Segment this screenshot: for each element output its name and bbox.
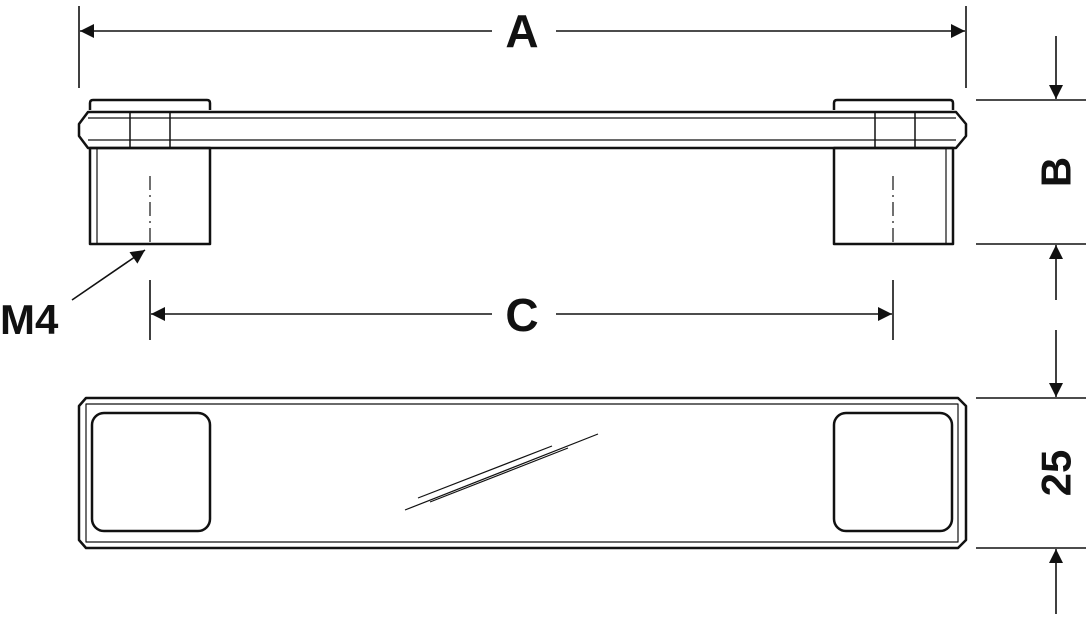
right-end-cap (832, 98, 955, 110)
dimension-width-label: 25 (1033, 450, 1080, 497)
dimension-c-label: C (505, 289, 538, 341)
handle-top-outline (77, 396, 968, 550)
dimension-width (976, 330, 1086, 614)
left-leg (88, 146, 212, 246)
handle-bar (77, 110, 968, 150)
dimension-a (78, 6, 967, 88)
dimension-c (149, 280, 894, 340)
reflection-lines (404, 433, 599, 511)
top-view (77, 396, 968, 550)
dimension-b-label: B (1033, 157, 1080, 187)
thread-label: M4 (0, 296, 59, 343)
left-end-cap (88, 98, 212, 110)
right-leg (832, 146, 955, 246)
right-end-pad (832, 411, 954, 533)
thread-leader (71, 249, 146, 301)
dimension-a-label: A (505, 5, 538, 57)
dimension-b (976, 36, 1086, 300)
side-view (77, 98, 968, 246)
left-end-pad (90, 411, 212, 533)
